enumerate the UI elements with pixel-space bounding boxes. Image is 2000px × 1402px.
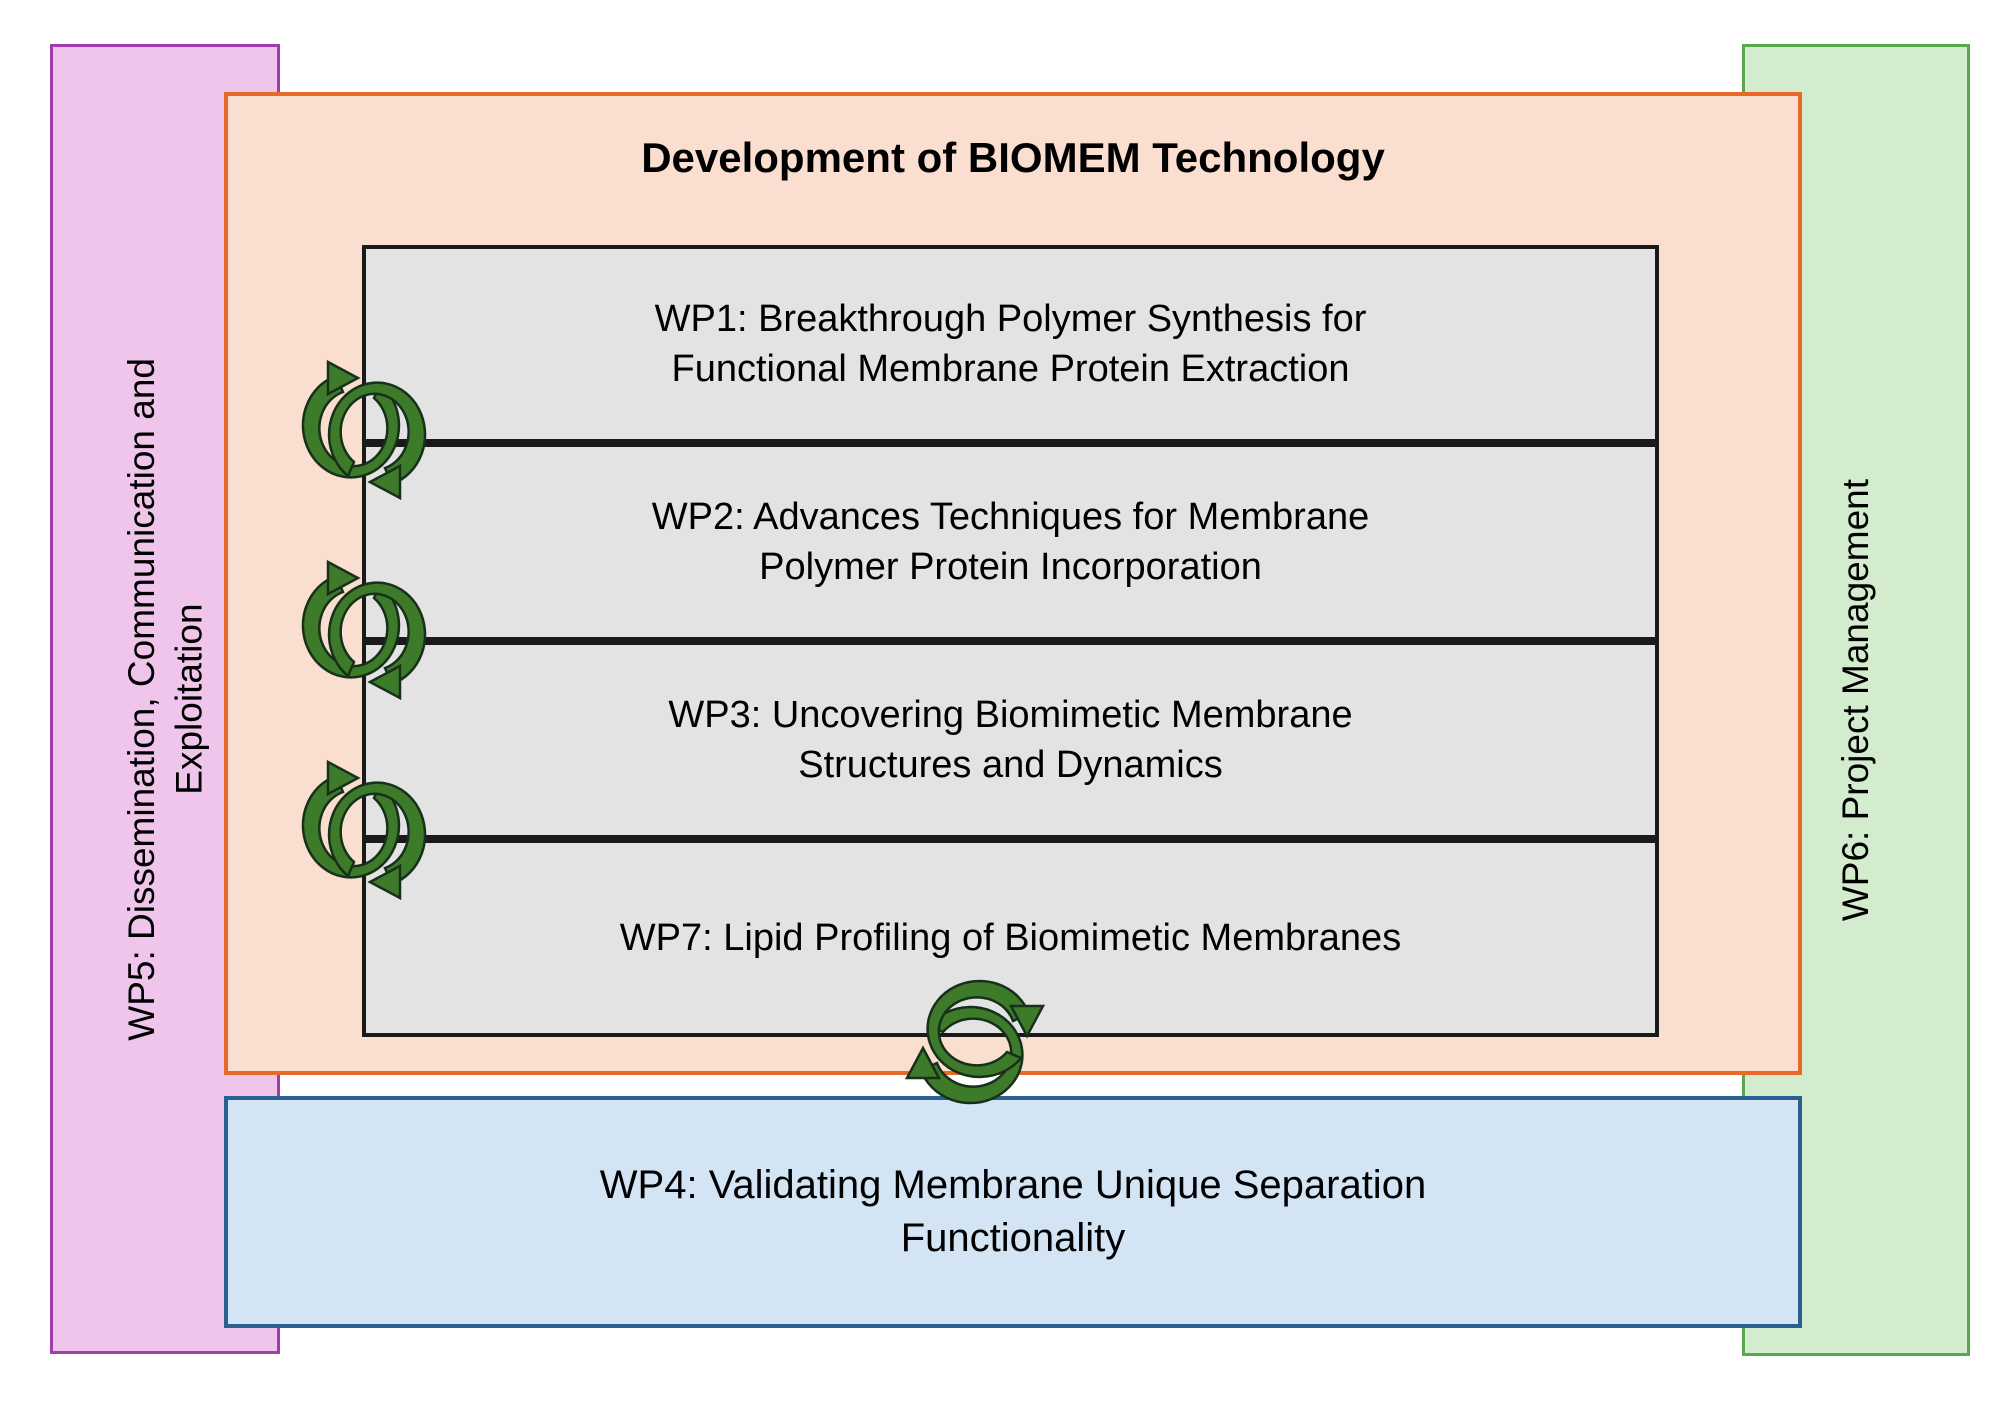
work-package-label-wp3: WP3: Uncovering Biomimetic Membrane Stru…: [668, 693, 1353, 786]
work-package-label-wp1: WP1: Breakthrough Polymer Synthesis for …: [654, 297, 1367, 390]
work-package-box-wp1[interactable]: WP1: Breakthrough Polymer Synthesis for …: [362, 245, 1659, 443]
circular-arrows-icon-wp2-wp3: [284, 540, 444, 720]
work-package-label-wp2: WP2: Advances Techniques for Membrane Po…: [651, 495, 1370, 588]
work-package-box-wp2[interactable]: WP2: Advances Techniques for Membrane Po…: [362, 443, 1659, 641]
work-package-box-wp4[interactable]: WP4: Validating Membrane Unique Separati…: [224, 1096, 1802, 1328]
circular-arrows-icon-wp7-wp4: [885, 952, 1065, 1132]
circular-arrows-icon-wp3-wp7: [284, 740, 444, 920]
panel-wp6-label: WP6: Project Management: [1835, 478, 1877, 922]
panel-wp5-label: WP5: Dissemination, Communication and Ex…: [120, 357, 209, 1041]
circular-arrows-icon-wp1-wp2: [284, 340, 444, 520]
work-package-label-wp4: WP4: Validating Membrane Unique Separati…: [599, 1163, 1427, 1260]
work-package-box-wp3[interactable]: WP3: Uncovering Biomimetic Membrane Stru…: [362, 641, 1659, 839]
page-title: Development of BIOMEM Technology: [641, 134, 1385, 181]
work-package-label-wp7: WP7: Lipid Profiling of Biomimetic Membr…: [619, 916, 1402, 959]
